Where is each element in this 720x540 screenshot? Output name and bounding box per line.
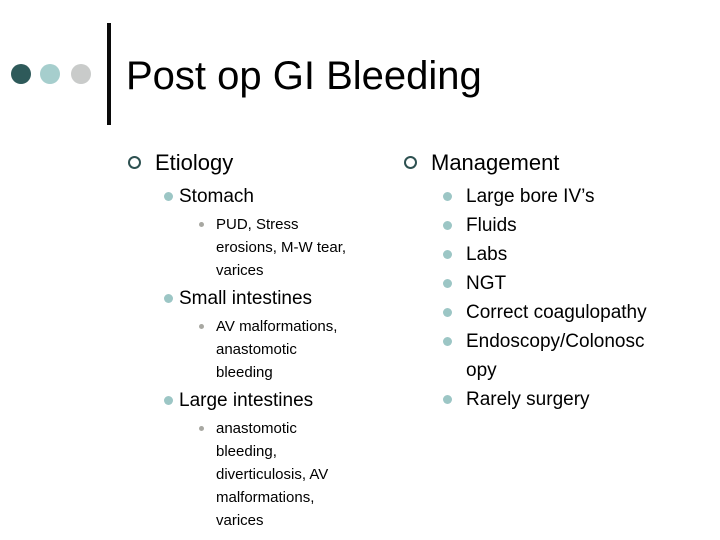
filled-circle-bullet-icon bbox=[164, 294, 173, 303]
list-item-rarely-surgery: Rarely surgery bbox=[404, 385, 704, 414]
list-item-stomach-detail: PUD, Stress erosions, M-W tear, varices bbox=[128, 213, 400, 282]
heading-label: Management bbox=[431, 150, 560, 175]
list-item-endoscopy-colonoscopy: Endoscopy/Colonosc opy bbox=[404, 327, 704, 385]
etiology-heading: Etiology bbox=[128, 148, 400, 178]
filled-circle-bullet-icon bbox=[443, 308, 452, 317]
decor-circle-gray-icon bbox=[71, 64, 91, 84]
etiology-column: Etiology Stomach PUD, Stress erosions, M… bbox=[128, 148, 400, 532]
small-dot-bullet-icon bbox=[199, 426, 204, 431]
list-item-correct-coagulopathy: Correct coagulopathy bbox=[404, 298, 704, 327]
small-dot-bullet-icon bbox=[199, 324, 204, 329]
title-divider-line bbox=[107, 23, 111, 125]
list-item-detail: PUD, Stress erosions, M-W tear, varices bbox=[216, 216, 347, 279]
filled-circle-bullet-icon bbox=[164, 396, 173, 405]
list-item-stomach: Stomach bbox=[128, 182, 400, 211]
list-item-label: Small intestines bbox=[179, 288, 313, 309]
list-item-label: Labs bbox=[466, 244, 508, 265]
list-item-label: Stomach bbox=[179, 186, 254, 207]
small-dot-bullet-icon bbox=[199, 222, 204, 227]
list-item-label: Large bore IV’s bbox=[466, 186, 595, 207]
list-item-label: Fluids bbox=[466, 215, 517, 236]
list-item-label: NGT bbox=[466, 273, 507, 294]
list-item-label: Correct coagulopathy bbox=[466, 302, 647, 323]
list-item-small-intestines: Small intestines bbox=[128, 284, 400, 313]
list-item-label: Large intestines bbox=[179, 390, 314, 411]
filled-circle-bullet-icon bbox=[443, 337, 452, 346]
list-item-large-bore-ivs: Large bore IV’s bbox=[404, 182, 704, 211]
filled-circle-bullet-icon bbox=[443, 250, 452, 259]
list-item-small-intestines-detail: AV malformations, anastomotic bleeding bbox=[128, 315, 400, 384]
filled-circle-bullet-icon bbox=[443, 192, 452, 201]
list-item-large-intestines-detail: anastomotic bleeding, diverticulosis, AV… bbox=[128, 417, 400, 532]
list-item-fluids: Fluids bbox=[404, 211, 704, 240]
filled-circle-bullet-icon bbox=[443, 279, 452, 288]
list-item-large-intestines: Large intestines bbox=[128, 386, 400, 415]
list-item-detail: AV malformations, anastomotic bleeding bbox=[216, 318, 338, 381]
list-item-label: Endoscopy/Colonosc opy bbox=[466, 331, 645, 381]
list-item-label: Rarely surgery bbox=[466, 389, 590, 410]
slide-title: Post op GI Bleeding bbox=[126, 54, 482, 98]
list-item-detail: anastomotic bleeding, diverticulosis, AV… bbox=[216, 420, 329, 529]
list-item-ngt: NGT bbox=[404, 269, 704, 298]
list-item-labs: Labs bbox=[404, 240, 704, 269]
open-circle-bullet-icon bbox=[128, 156, 141, 169]
decor-circle-light-teal-icon bbox=[40, 64, 60, 84]
management-heading: Management bbox=[404, 148, 704, 178]
decor-circle-dark-teal-icon bbox=[11, 64, 31, 84]
heading-label: Etiology bbox=[155, 150, 234, 175]
open-circle-bullet-icon bbox=[404, 156, 417, 169]
filled-circle-bullet-icon bbox=[443, 221, 452, 230]
filled-circle-bullet-icon bbox=[164, 192, 173, 201]
filled-circle-bullet-icon bbox=[443, 395, 452, 404]
management-column: Management Large bore IV’s Fluids Labs N… bbox=[404, 148, 704, 414]
